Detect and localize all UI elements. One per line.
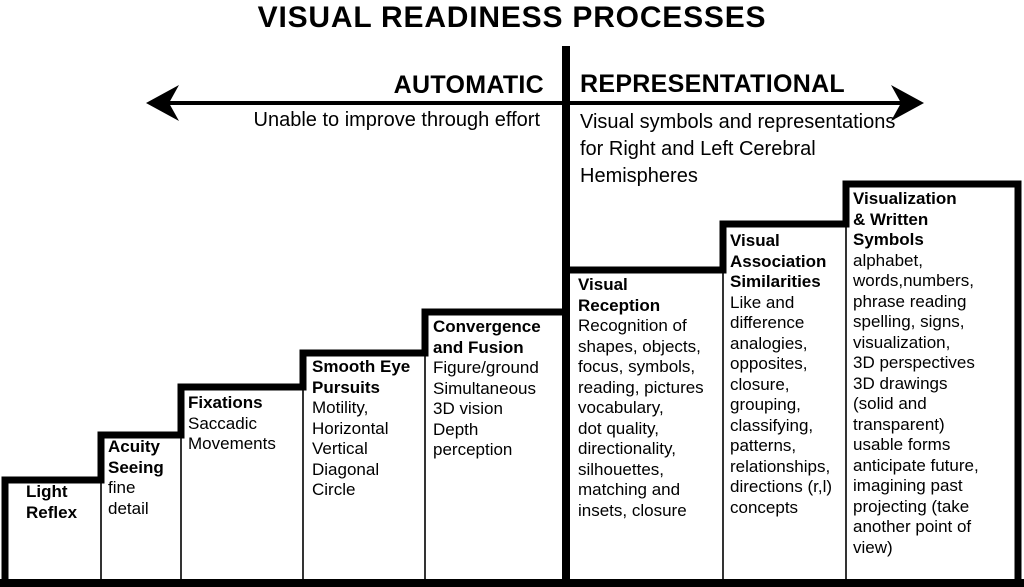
step-column-visual-reception: Visual Reception Recognition of shapes, … bbox=[578, 275, 720, 521]
step-title: Visualization & Written Symbols bbox=[853, 189, 957, 249]
automatic-description: Unable to improve through effort bbox=[253, 109, 540, 131]
step-title: Visual Association Similarities bbox=[730, 231, 827, 291]
step-column-smooth-eye-pursuits: Smooth Eye Pursuits Motility, Horizontal… bbox=[312, 357, 422, 501]
step-body: fine detail bbox=[108, 478, 149, 518]
representational-label: REPRESENTATIONAL bbox=[580, 70, 845, 98]
step-column-fixations: Fixations Saccadic Movements bbox=[188, 393, 300, 455]
step-title: Smooth Eye Pursuits bbox=[312, 357, 411, 397]
axis-arrowhead-left bbox=[146, 85, 179, 121]
axis-arrowhead-right bbox=[891, 85, 924, 121]
step-body: Saccadic Movements bbox=[188, 413, 276, 454]
step-body: Motility, Horizontal Vertical Diagonal C… bbox=[312, 398, 389, 499]
representational-description: Visual symbols and representations for R… bbox=[580, 111, 896, 187]
step-title: Light Reflex bbox=[26, 482, 78, 522]
step-title: Convergence and Fusion bbox=[433, 317, 541, 357]
step-column-convergence-and-fusion: Convergence and Fusion Figure/ground Sim… bbox=[433, 317, 561, 461]
step-body: Figure/ground Simultaneous 3D vision Dep… bbox=[433, 358, 539, 459]
page-title: VISUAL READINESS PROCESSES bbox=[257, 1, 767, 34]
step-column-light-reflex: Light Reflex bbox=[26, 482, 94, 523]
step-title: Acuity Seeing bbox=[108, 437, 164, 477]
step-title: Visual Reception bbox=[578, 275, 661, 315]
automatic-label: AUTOMATIC bbox=[393, 71, 544, 99]
step-body: alphabet, words,numbers, phrase reading … bbox=[853, 250, 979, 557]
staircase-outline bbox=[1, 180, 1022, 583]
step-column-visualization-written-symbols: Visualization & Written Symbols alphabet… bbox=[853, 189, 1013, 558]
step-body: Like and difference analogies, opposites… bbox=[730, 292, 833, 517]
step-column-visual-association-similarities: Visual Association Similarities Like and… bbox=[730, 231, 843, 518]
step-column-acuity-seeing: Acuity Seeing fine detail bbox=[108, 437, 174, 519]
step-body: Recognition of shapes, objects, focus, s… bbox=[578, 316, 704, 520]
axis-arrow bbox=[146, 85, 924, 121]
step-title: Fixations bbox=[188, 393, 263, 412]
column-separator-lines bbox=[100, 227, 847, 579]
